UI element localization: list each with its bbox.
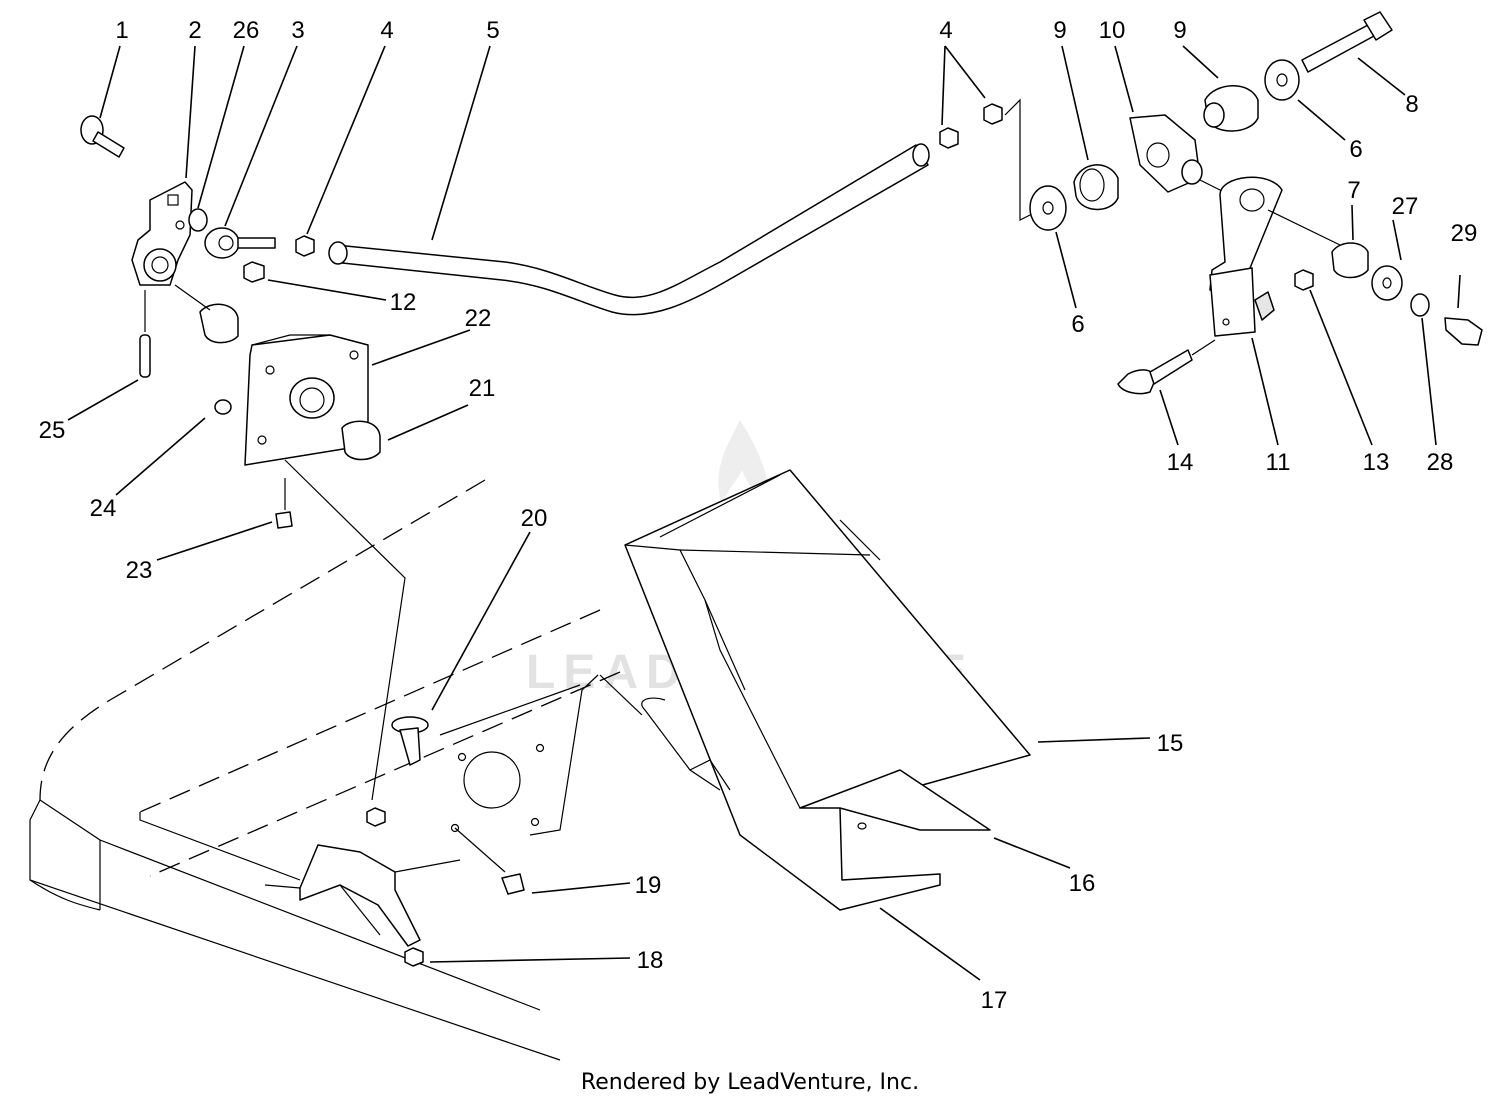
callout-19: 19 — [635, 872, 662, 899]
callout-13: 13 — [1363, 449, 1390, 476]
callout-18: 18 — [637, 947, 664, 974]
callout-22: 22 — [465, 305, 492, 332]
callout-5: 5 — [486, 17, 499, 44]
callout-2: 2 — [188, 17, 201, 44]
callout-20: 20 — [521, 505, 548, 532]
callout-12: 12 — [390, 289, 417, 316]
leader-lines — [67, 45, 1461, 981]
callout-4: 4 — [380, 17, 393, 44]
callout-3: 3 — [291, 17, 304, 44]
callout-7: 7 — [1347, 177, 1360, 204]
pivot-bracket-assembly — [80, 115, 381, 529]
callout-6-lower: 6 — [1071, 311, 1084, 338]
callout-29: 29 — [1451, 220, 1478, 247]
callout-24: 24 — [90, 495, 117, 522]
callout-27: 27 — [1392, 193, 1419, 220]
control-rod — [328, 143, 930, 316]
callout-10: 10 — [1099, 17, 1126, 44]
linkage-assembly — [939, 11, 1483, 395]
callout-14: 14 — [1167, 449, 1194, 476]
callout-1: 1 — [115, 17, 128, 44]
callout-labels: 1 2 26 3 4 5 4 9 10 9 8 6 12 22 21 25 24… — [39, 17, 1478, 1014]
callout-21: 21 — [469, 375, 496, 402]
callout-8: 8 — [1405, 91, 1418, 118]
deflector-shields — [624, 469, 1031, 911]
mower-deck-frame — [29, 479, 621, 1061]
callout-26: 26 — [233, 17, 260, 44]
callout-17: 17 — [981, 987, 1008, 1014]
callout-11: 11 — [1266, 449, 1291, 476]
callout-28: 28 — [1427, 449, 1454, 476]
callout-6: 6 — [1349, 136, 1362, 163]
callout-9: 9 — [1053, 17, 1066, 44]
callout-25: 25 — [39, 417, 66, 444]
footer-credit: Rendered by LeadVenture, Inc. — [581, 1070, 919, 1095]
callout-15: 15 — [1157, 730, 1184, 757]
callout-4-right: 4 — [939, 17, 952, 44]
mounting-bracket-assembly — [264, 459, 643, 967]
callout-9-right: 9 — [1173, 17, 1186, 44]
callout-23: 23 — [126, 557, 153, 584]
callout-16: 16 — [1069, 870, 1096, 897]
